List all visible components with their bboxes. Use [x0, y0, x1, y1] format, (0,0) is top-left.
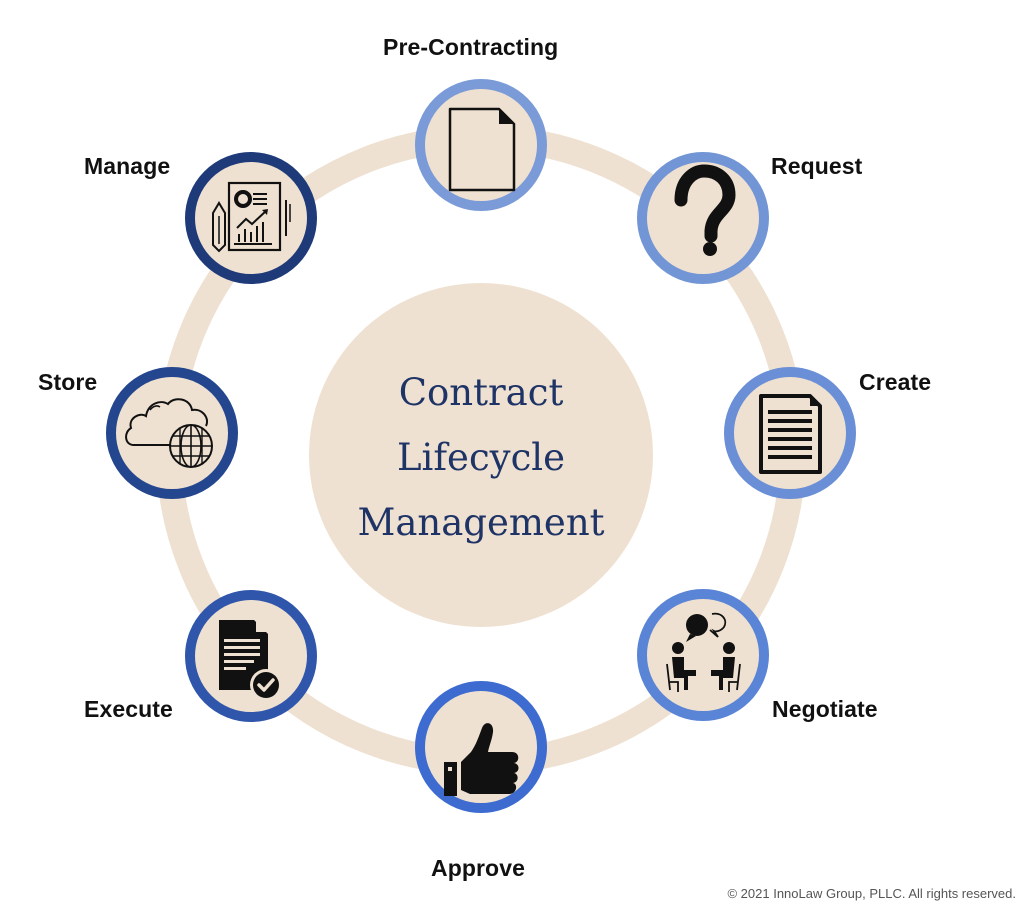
- stage-node-pre-contracting: [415, 79, 547, 211]
- text-document-icon: [759, 394, 822, 474]
- stage-label-execute: Execute: [84, 696, 173, 722]
- stage-label-negotiate: Negotiate: [772, 696, 878, 722]
- stage-node-create: [724, 367, 856, 499]
- stage-node-negotiate: [637, 589, 769, 721]
- stage-label-pre-contracting: Pre-Contracting: [383, 34, 559, 60]
- stage-node-manage: [185, 152, 317, 284]
- stage-node-request: [637, 152, 769, 284]
- thumbs-up-icon: [444, 723, 519, 796]
- stage-label-manage: Manage: [84, 153, 171, 179]
- meeting-people-icon: [666, 612, 741, 692]
- signed-document-icon: [219, 620, 282, 701]
- cloud-globe-icon: [125, 398, 213, 468]
- stage-label-approve: Approve: [431, 855, 525, 881]
- stage-label-store: Store: [38, 369, 98, 395]
- stage-node-store: [106, 367, 238, 499]
- stage-node-execute: [185, 590, 317, 722]
- blank-document-icon: [448, 107, 516, 192]
- question-mark-icon: [674, 164, 736, 256]
- copyright-notice: © 2021 InnoLaw Group, PLLC. All rights r…: [727, 886, 1016, 901]
- stage-node-approve: [415, 681, 547, 813]
- stage-label-create: Create: [859, 369, 932, 395]
- center-title-line-1: Contract: [398, 371, 564, 414]
- center-disc: [309, 283, 653, 627]
- center-title-line-2: Lifecycle: [396, 436, 566, 479]
- stage-label-request: Request: [771, 153, 863, 179]
- center-title: Contract Lifecycle Management: [311, 360, 651, 555]
- report-analytics-icon: [212, 181, 291, 253]
- center-title-line-3: Management: [357, 501, 605, 544]
